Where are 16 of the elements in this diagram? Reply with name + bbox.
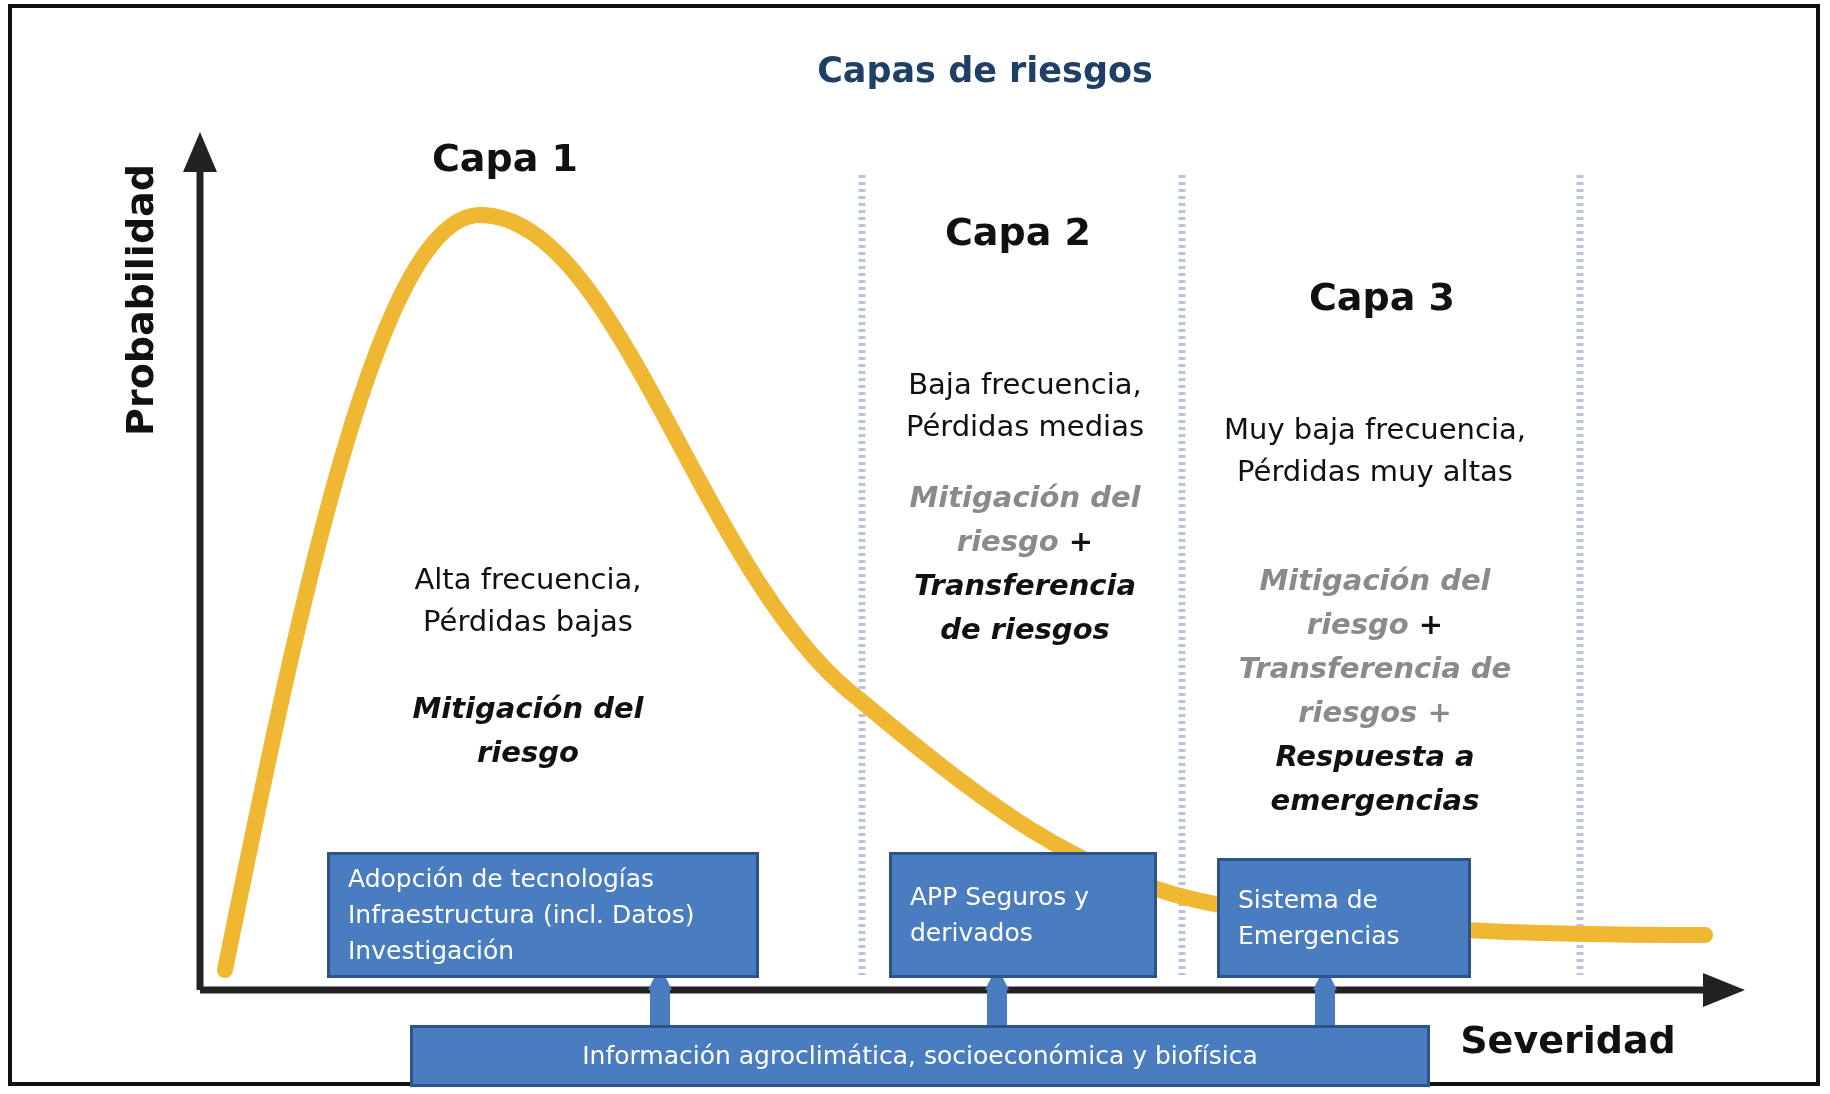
chart-title: Capas de riesgos (817, 50, 1153, 90)
strategy-text: Mitigación del riesgo + Transferencia de riesgos (908, 479, 1142, 648)
layer-description: Baja frecuencia, Pérdidas medias (904, 366, 1146, 445)
strategy-text: Mitigación del riesgo + Transferencia de riesgos + Respuesta a emergencias (1237, 562, 1513, 819)
measure-box: Adopción de tecnologías Infraestructura (incl. Datos) Investigación (327, 852, 759, 978)
axis-label: Probabilidad (118, 164, 162, 436)
axis-label: Severidad (1460, 1018, 1676, 1062)
layer-description: Alta frecuencia, Pérdidas bajas (413, 561, 643, 640)
strategy-text: Mitigación del riesgo (411, 690, 645, 771)
measure-box: APP Seguros y derivados (889, 852, 1157, 978)
layer-heading: Capa 1 (432, 136, 578, 180)
layer-heading: Capa 2 (945, 210, 1091, 254)
layer-heading: Capa 3 (1309, 275, 1455, 319)
measure-box: Sistema de Emergencias (1217, 858, 1471, 978)
layer-description: Muy baja frecuencia, Pérdidas muy altas (1223, 411, 1527, 490)
information-bar: Información agroclimática, socioeconómica y biofísica (410, 1025, 1430, 1087)
